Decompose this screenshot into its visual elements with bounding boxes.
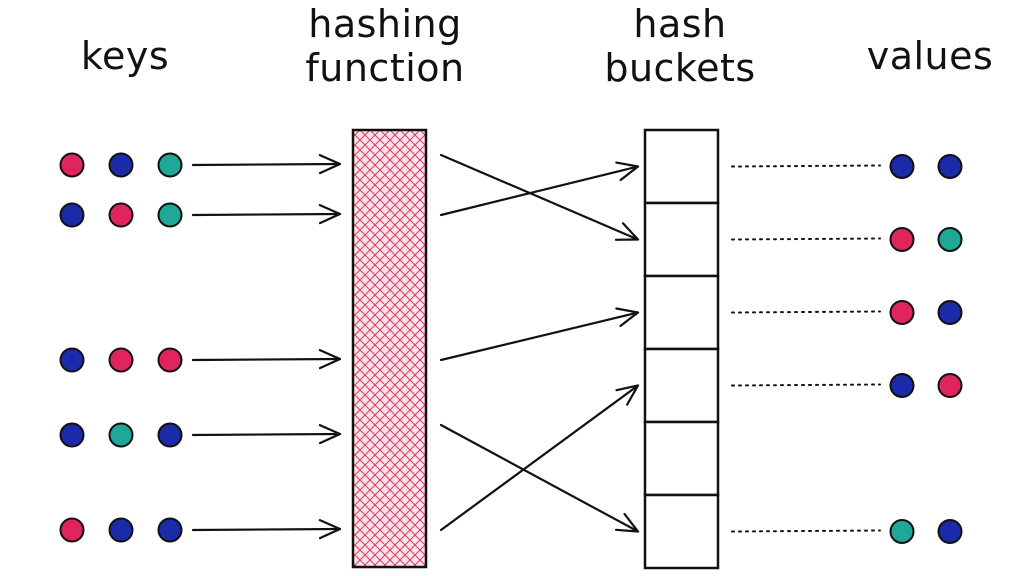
key-arrow-3-shaft bbox=[191, 432, 342, 437]
mapping-arrow-3-shaft bbox=[439, 423, 640, 533]
key-0-dot-0 bbox=[59, 152, 85, 178]
key-arrow-2-head bbox=[318, 349, 342, 370]
bucket-1-value-dot-1 bbox=[937, 227, 963, 252]
mapping-arrow-1-shaft bbox=[439, 165, 640, 217]
bucket-1-value-dot-0 bbox=[889, 227, 915, 252]
bucket-0-value-dot-0 bbox=[889, 154, 915, 179]
mapping-arrow-0-head bbox=[614, 222, 640, 241]
mapping-arrow-3-head bbox=[614, 512, 640, 533]
hashing-function-heading: hashing function bbox=[285, 2, 485, 90]
bucket-2-value-dot-1 bbox=[937, 300, 963, 325]
bucket-0-leader bbox=[731, 164, 881, 168]
bucket-0-value-dot-1 bbox=[937, 154, 963, 179]
hashing-function-heading-line2: function bbox=[305, 46, 465, 90]
key-2-dot-0 bbox=[59, 347, 85, 373]
mapping-arrow-1 bbox=[439, 161, 640, 217]
key-arrow-0-shaft bbox=[191, 162, 342, 167]
hash-bucket-2 bbox=[643, 274, 720, 351]
mapping-arrow-2-head bbox=[615, 307, 640, 328]
hash-buckets-heading-line1: hash bbox=[633, 2, 727, 46]
keys-heading: keys bbox=[80, 34, 170, 78]
hash-bucket-4 bbox=[643, 420, 720, 497]
bucket-2-value-dot-0 bbox=[889, 300, 915, 325]
hash-buckets-heading-line2: buckets bbox=[604, 46, 756, 90]
hash-bucket-3 bbox=[643, 347, 720, 424]
key-0-dot-2 bbox=[157, 152, 183, 178]
mapping-arrow-2-shaft bbox=[439, 311, 640, 362]
mapping-arrow-4 bbox=[439, 384, 640, 532]
bucket-3-leader bbox=[731, 383, 881, 387]
key-4-dot-1 bbox=[108, 517, 134, 543]
key-arrow-0 bbox=[191, 154, 342, 175]
key-arrow-4 bbox=[191, 519, 342, 540]
hashing-function-box bbox=[351, 128, 428, 569]
mapping-arrow-2 bbox=[439, 307, 640, 362]
mapping-arrow-0 bbox=[439, 153, 640, 241]
key-3-dot-0 bbox=[59, 422, 85, 448]
key-0-dot-1 bbox=[108, 152, 134, 178]
hash-bucket-0 bbox=[643, 128, 720, 205]
key-arrow-2 bbox=[191, 349, 342, 370]
bucket-3-value-dot-0 bbox=[889, 373, 915, 398]
key-2-dot-1 bbox=[108, 347, 134, 373]
key-2-dot-2 bbox=[157, 347, 183, 373]
key-4-dot-2 bbox=[157, 517, 183, 543]
bucket-5-value-dot-0 bbox=[889, 519, 915, 544]
bucket-5-leader bbox=[731, 529, 881, 533]
key-arrow-2-shaft bbox=[191, 357, 342, 362]
hash-bucket-1 bbox=[643, 201, 720, 278]
key-arrow-1 bbox=[191, 204, 342, 225]
key-4-dot-0 bbox=[59, 517, 85, 543]
key-3-dot-1 bbox=[108, 422, 134, 448]
hash-buckets-heading: hash buckets bbox=[590, 2, 770, 90]
mapping-arrow-4-shaft bbox=[439, 384, 640, 532]
hash-bucket-5 bbox=[643, 493, 720, 570]
mapping-arrow-0-shaft bbox=[439, 153, 640, 241]
key-arrow-0-head bbox=[318, 154, 342, 175]
key-3-dot-2 bbox=[157, 422, 183, 448]
key-1-dot-0 bbox=[59, 202, 85, 228]
key-arrow-3 bbox=[191, 424, 342, 445]
key-arrow-4-head bbox=[318, 519, 342, 540]
bucket-3-value-dot-1 bbox=[937, 373, 963, 398]
mapping-arrow-1-head bbox=[615, 161, 640, 182]
key-arrow-1-head bbox=[318, 204, 342, 225]
key-arrow-1-shaft bbox=[191, 212, 342, 217]
hashing-function-heading-line1: hashing bbox=[308, 2, 462, 46]
key-arrow-4-shaft bbox=[191, 527, 342, 532]
bucket-2-leader bbox=[731, 310, 881, 314]
key-arrow-3-head bbox=[318, 424, 342, 445]
mapping-arrow-4-head bbox=[615, 384, 640, 406]
mapping-arrow-3 bbox=[439, 423, 640, 533]
values-heading: values bbox=[866, 34, 994, 78]
bucket-1-leader bbox=[731, 237, 881, 241]
bucket-5-value-dot-1 bbox=[937, 519, 963, 544]
key-1-dot-1 bbox=[108, 202, 134, 228]
key-1-dot-2 bbox=[157, 202, 183, 228]
